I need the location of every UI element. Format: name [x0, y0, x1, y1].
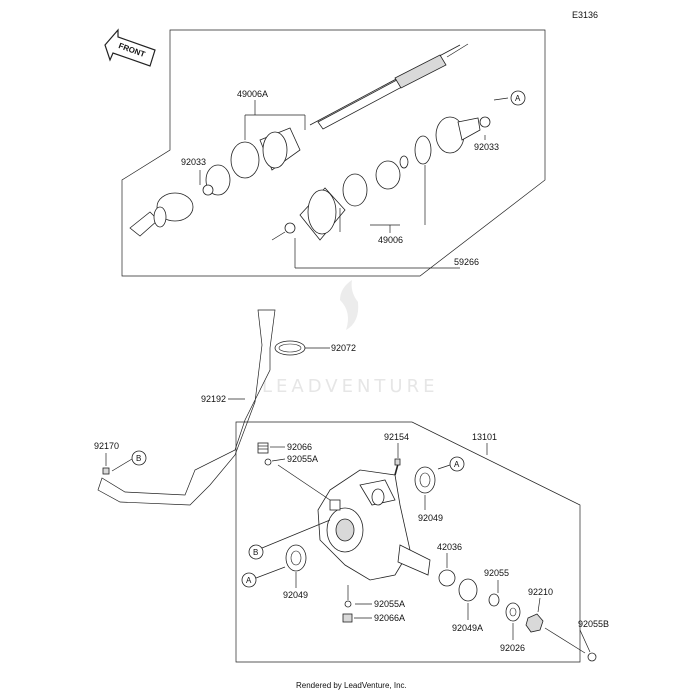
- differential-housing: [317, 469, 431, 581]
- oring-92055A-bottom: [344, 600, 352, 608]
- part-label-92049A[interactable]: 92049A: [452, 623, 483, 633]
- hose-clip: [102, 467, 110, 475]
- svg-text:A: A: [454, 460, 460, 469]
- part-label-49006[interactable]: 49006: [378, 235, 403, 245]
- hose-clamp: [274, 340, 330, 356]
- oring-92055A-top: [264, 458, 272, 466]
- part-label-92033-left[interactable]: 92033: [181, 157, 206, 167]
- ref-circle-a-top[interactable]: A: [510, 90, 526, 106]
- part-label-59266[interactable]: 59266: [454, 257, 479, 267]
- part-label-92154[interactable]: 92154: [384, 432, 409, 442]
- part-label-92072[interactable]: 92072: [331, 343, 356, 353]
- boot-49006A: [202, 127, 301, 196]
- part-label-42036[interactable]: 42036: [437, 542, 462, 552]
- part-label-92210[interactable]: 92210: [528, 587, 553, 597]
- breather-hose: [97, 309, 276, 506]
- left-cv-joint: [129, 192, 194, 237]
- bolt-92154: [394, 458, 401, 476]
- washer-92026: [505, 602, 521, 622]
- shaft-assembly-box: [121, 29, 546, 277]
- seal-92049-upper: [414, 466, 436, 494]
- part-label-13101[interactable]: 13101: [472, 432, 497, 442]
- ref-circle-b-diff[interactable]: B: [248, 544, 264, 560]
- right-cv-joint: [435, 116, 491, 154]
- part-label-92026[interactable]: 92026: [500, 643, 525, 653]
- lower-leader-lines: [255, 443, 591, 654]
- upper-leader-lines: [199, 97, 509, 269]
- part-label-92055[interactable]: 92055: [484, 568, 509, 578]
- part-label-92170[interactable]: 92170: [94, 441, 119, 451]
- svg-text:B: B: [136, 454, 141, 463]
- part-label-49006A[interactable]: 49006A: [237, 89, 268, 99]
- plug-92066A: [342, 613, 353, 623]
- part-label-92033-right[interactable]: 92033: [474, 142, 499, 152]
- svg-text:B: B: [253, 548, 258, 557]
- differential-box: [235, 421, 581, 663]
- part-label-92066[interactable]: 92066: [287, 442, 312, 452]
- svg-text:A: A: [246, 576, 252, 585]
- bearing-42036: [438, 569, 456, 587]
- part-label-92192[interactable]: 92192: [201, 394, 226, 404]
- seal-92049-lower: [285, 544, 307, 572]
- part-label-92066A[interactable]: 92066A: [374, 613, 405, 623]
- oring-92055: [488, 593, 500, 607]
- svg-text:A: A: [515, 94, 521, 103]
- front-arrow-icon: FRONT: [104, 28, 156, 67]
- seal-92049A: [458, 578, 478, 602]
- drive-shaft: [309, 43, 469, 130]
- ref-circle-a-diff-left[interactable]: A: [241, 572, 257, 588]
- ref-circle-b-hose[interactable]: B: [131, 450, 147, 466]
- part-label-92049-lower[interactable]: 92049: [283, 590, 308, 600]
- diagram-id: E3136: [572, 10, 598, 20]
- part-label-92049-upper[interactable]: 92049: [418, 513, 443, 523]
- ref-circle-a-diff-top[interactable]: A: [449, 456, 465, 472]
- oring-92055B: [587, 652, 597, 662]
- svg-text:LEADVENTURE: LEADVENTURE: [262, 376, 438, 397]
- footer-credit: Rendered by LeadVenture, Inc.: [296, 681, 407, 690]
- part-label-92055A-bottom[interactable]: 92055A: [374, 599, 405, 609]
- leadventure-watermark: LEADVENTURE: [262, 280, 438, 397]
- boot-49006: [271, 135, 432, 241]
- part-label-92055B[interactable]: 92055B: [578, 619, 609, 629]
- spring-92066: [257, 442, 269, 454]
- part-label-92055A-top[interactable]: 92055A: [287, 454, 318, 464]
- nut-92210: [525, 613, 544, 633]
